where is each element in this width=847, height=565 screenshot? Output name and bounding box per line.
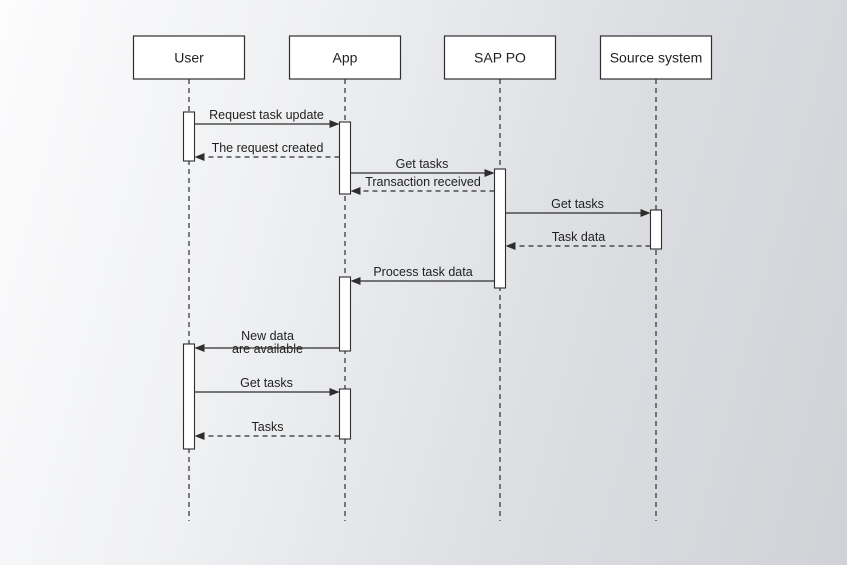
actor-label-source: Source system xyxy=(610,50,703,66)
actor-box-source xyxy=(599,35,713,80)
activation-bar-user-0 xyxy=(182,111,196,162)
message-label-4: Get tasks xyxy=(551,197,604,211)
activation-bar-app-4 xyxy=(338,388,352,440)
message-label-3: Transaction received xyxy=(365,175,481,189)
message-label-5: Task data xyxy=(552,230,606,244)
message-label-8: Get tasks xyxy=(240,376,293,390)
actor-label-app: App xyxy=(333,50,358,66)
message-label-1: The request created xyxy=(212,141,324,155)
actor-label-sappo: SAP PO xyxy=(474,50,526,66)
activation-bar-source-6 xyxy=(649,209,663,250)
actor-box-user xyxy=(132,35,246,80)
message-label-9: Tasks xyxy=(252,420,284,434)
message-label-2: Get tasks xyxy=(396,157,449,171)
actor-label-user: User xyxy=(174,50,204,66)
activation-bar-sappo-5 xyxy=(493,168,507,289)
activation-bar-user-1 xyxy=(182,343,196,450)
message-label-6: Process task data xyxy=(373,265,472,279)
activation-bar-app-2 xyxy=(338,121,352,195)
message-label-0: Request task update xyxy=(209,108,324,122)
activation-bar-app-3 xyxy=(338,276,352,352)
actor-box-app xyxy=(288,35,402,80)
actor-box-sappo xyxy=(443,35,557,80)
